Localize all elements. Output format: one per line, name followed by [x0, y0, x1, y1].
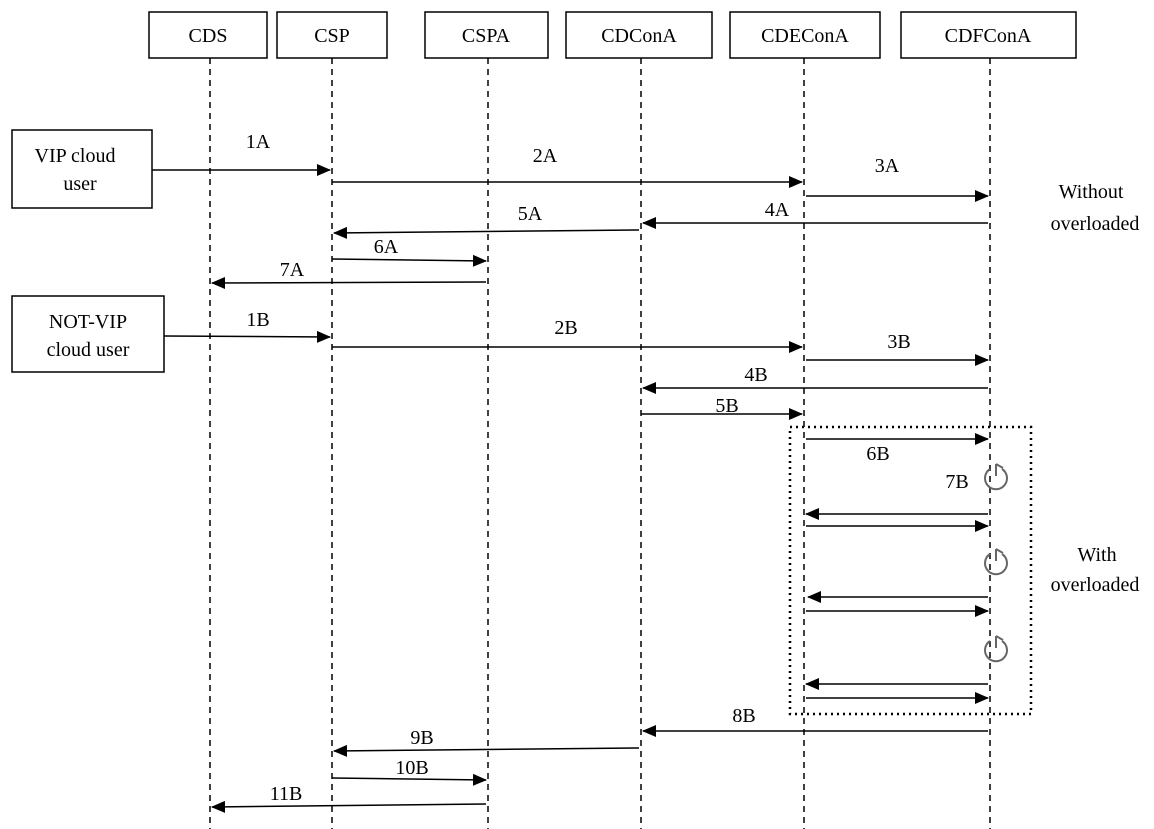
message-6A-arrow [331, 254, 487, 267]
message-5A-label: 5A [518, 203, 543, 225]
message-2B-label: 2B [554, 317, 577, 339]
participant-csp: CSP [276, 11, 388, 59]
message-7A-label: 7A [280, 259, 305, 281]
annotation-without-overloaded: Without overloaded [1051, 181, 1140, 235]
svg-text:Without: Without [1059, 181, 1124, 203]
actor-not-vip-cloud-user: NOT-VIP cloud user [11, 295, 165, 373]
participant-label: CDConA [601, 25, 677, 47]
message-6B-label: 6B [866, 443, 889, 465]
timer-icon [984, 463, 1008, 491]
message-7B-label: 7B [945, 471, 968, 493]
participant-label: CDFConA [945, 25, 1032, 47]
svg-text:overloaded: overloaded [1051, 574, 1140, 596]
message-4B-label: 4B [744, 364, 767, 386]
participant-cdcona: CDConA [565, 11, 713, 59]
timer-icon [984, 635, 1008, 663]
message-1B-label: 1B [246, 309, 269, 331]
participant-label: CSP [314, 25, 350, 47]
message-3B-label: 3B [887, 331, 910, 353]
message-10B-arrow [331, 773, 487, 786]
message-1B-arrow [163, 330, 331, 343]
message-10B-label: 10B [395, 757, 428, 779]
message-4A-label: 4A [765, 199, 790, 221]
message-2A-label: 2A [533, 145, 558, 167]
svg-text:cloud user: cloud user [47, 339, 130, 361]
message-9B-arrow [333, 744, 640, 757]
message-11B-label: 11B [270, 783, 303, 805]
message-8B-label: 8B [732, 705, 755, 727]
message-5B-label: 5B [715, 395, 738, 417]
annotation-with-overloaded: With overloaded [1051, 544, 1140, 596]
actor-vip-cloud-user: VIP cloud user [11, 129, 153, 209]
message-9B-label: 9B [410, 727, 433, 749]
participant-label: CSPA [462, 25, 511, 47]
participant-cdfcona: CDFConA [900, 11, 1077, 59]
message-7A-arrow [211, 276, 487, 289]
participant-cds: CDS [148, 11, 268, 59]
message-5A-arrow [333, 226, 640, 239]
svg-text:VIP cloud: VIP cloud [35, 145, 116, 167]
message-6A-label: 6A [374, 236, 399, 258]
participant-label: CDEConA [761, 25, 849, 47]
svg-text:user: user [63, 173, 97, 195]
svg-text:With: With [1077, 544, 1116, 566]
message-1A-label: 1A [246, 131, 271, 153]
overload-region-box [788, 425, 1033, 716]
participant-label: CDS [189, 25, 228, 47]
message-3A-label: 3A [875, 155, 900, 177]
timer-icon [984, 548, 1008, 576]
participant-cdecona: CDEConA [729, 11, 881, 59]
svg-text:overloaded: overloaded [1051, 213, 1140, 235]
participant-cspa: CSPA [424, 11, 549, 59]
svg-text:NOT-VIP: NOT-VIP [49, 311, 127, 333]
message-11B-arrow [211, 800, 487, 813]
